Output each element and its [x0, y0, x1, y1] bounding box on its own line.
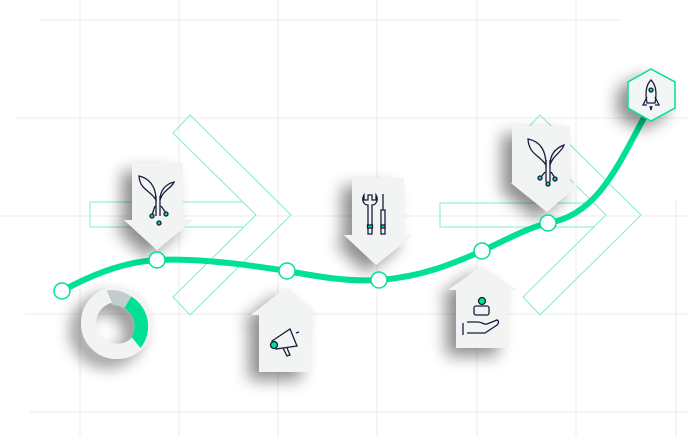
hand-person-icon [462, 296, 500, 335]
milestone-card-plant-1 [124, 163, 193, 250]
plant-circuit-icon [138, 175, 175, 226]
wrench-screwdriver-icon [362, 192, 386, 235]
rocket-icon [641, 79, 661, 111]
milestone-node [278, 262, 296, 280]
milestone-card-hand [448, 266, 517, 348]
start-node [53, 282, 71, 300]
milestone-node [148, 251, 166, 269]
megaphone-icon [269, 328, 300, 357]
milestone-nodes [53, 214, 557, 300]
donut-chart [81, 287, 153, 359]
milestone-card-tools [344, 178, 413, 265]
milestone-node [473, 242, 491, 260]
outline-arrow-left [89, 114, 292, 316]
goal-hexagon [627, 68, 676, 122]
milestone-card-megaphone [251, 287, 319, 372]
milestone-node [370, 271, 388, 289]
milestone-node [539, 214, 557, 232]
plant-circuit-icon [527, 138, 565, 187]
